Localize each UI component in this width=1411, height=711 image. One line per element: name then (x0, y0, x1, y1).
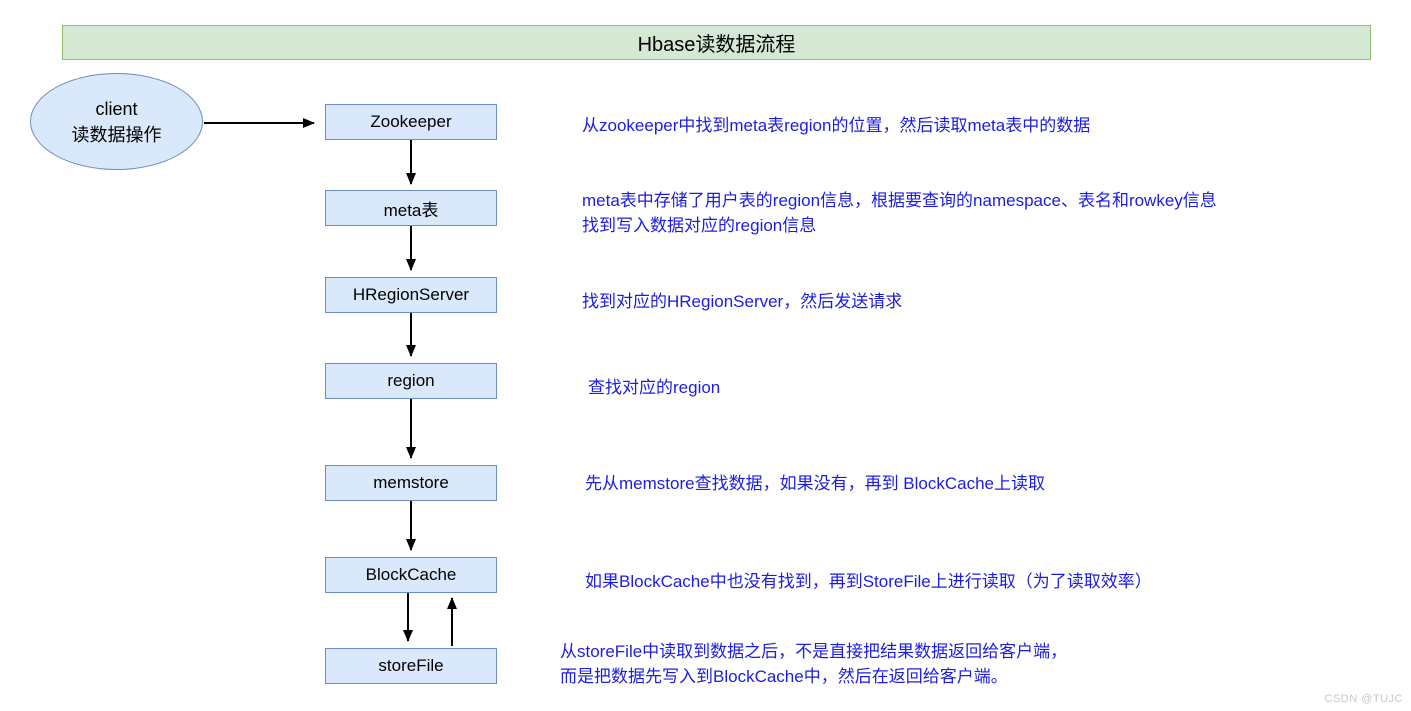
annotation-line: 从storeFile中读取到数据之后，不是直接把结果数据返回给客户端， (560, 642, 1068, 661)
annotation-memstore: 先从memstore查找数据，如果没有，再到 BlockCache上读取 (585, 471, 1045, 496)
annotation-line: 查找对应的region (588, 378, 721, 397)
annotation-meta-table: meta表中存储了用户表的region信息，根据要查询的namespace、表名… (582, 188, 1217, 238)
annotation-line: 先从memstore查找数据，如果没有，再到 BlockCache上读取 (585, 474, 1046, 493)
annotation-line: 如果BlockCache中也没有找到，再到StoreFile上进行读取（为了读取… (585, 572, 1152, 591)
flow-node-label: memstore (373, 473, 449, 492)
annotation-line: 而是把数据先写入到BlockCache中，然后在返回给客户端。 (560, 667, 1008, 686)
flow-node-label: HRegionServer (352, 285, 470, 304)
annotation-hregionserver: 找到对应的HRegionServer，然后发送请求 (582, 289, 902, 314)
annotation-zookeeper: 从zookeeper中找到meta表region的位置，然后读取meta表中的数… (582, 113, 1090, 138)
annotation-region: 查找对应的region (588, 375, 720, 400)
client-node: client 读数据操作 (30, 73, 203, 170)
flow-node-label: region (387, 371, 435, 390)
diagram-title: Hbase读数据流程 (62, 25, 1371, 60)
flow-node-blockcache: BlockCache (325, 557, 497, 593)
flow-node-label: storeFile (378, 656, 444, 675)
flow-node-region: region (325, 363, 497, 399)
flow-node-meta-table: meta表 (325, 190, 497, 226)
annotation-blockcache: 如果BlockCache中也没有找到，再到StoreFile上进行读取（为了读取… (585, 569, 1152, 594)
flow-node-label: meta表 (383, 200, 439, 220)
flow-node-zookeeper: Zookeeper (325, 104, 497, 140)
client-node-sublabel: 读数据操作 (71, 124, 162, 145)
client-node-label: client (95, 98, 138, 119)
annotation-storefile: 从storeFile中读取到数据之后，不是直接把结果数据返回给客户端， 而是把数… (560, 639, 1067, 689)
annotation-line: meta表中存储了用户表的region信息，根据要查询的namespace、表名… (582, 191, 1217, 210)
csdn-watermark: CSDN @TUJC (1324, 693, 1403, 705)
flow-node-memstore: memstore (325, 465, 497, 501)
flow-node-label: BlockCache (365, 565, 457, 584)
flow-node-hregionserver: HRegionServer (325, 277, 497, 313)
flow-node-label: Zookeeper (370, 112, 452, 131)
annotation-line: 找到写入数据对应的region信息 (582, 216, 817, 235)
diagram-title-text: Hbase读数据流程 (637, 34, 796, 56)
flow-node-storefile: storeFile (325, 648, 497, 684)
annotation-line: 找到对应的HRegionServer，然后发送请求 (582, 292, 903, 311)
annotation-line: 从zookeeper中找到meta表region的位置，然后读取meta表中的数… (582, 116, 1091, 135)
